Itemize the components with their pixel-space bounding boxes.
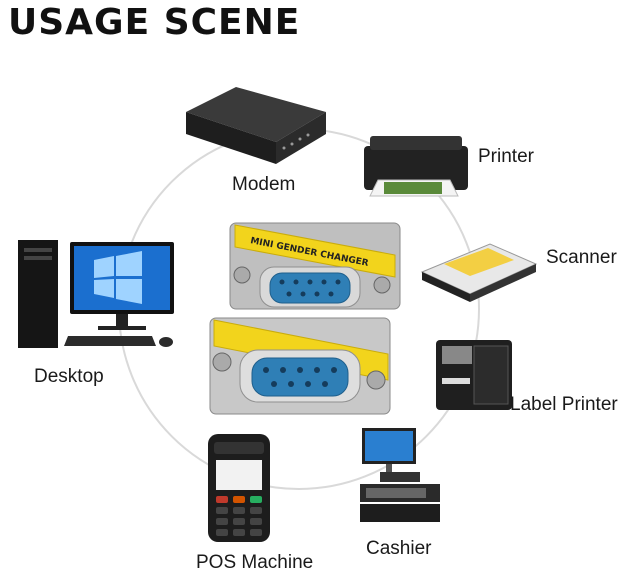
modem-icon — [176, 82, 328, 172]
device-label-desktop: Desktop — [34, 366, 104, 387]
db9-gender-changer-icon: MINI GENDER CHANGER — [200, 215, 415, 425]
page-title: USAGE SCENE — [8, 2, 301, 43]
device-label-printer: Printer — [478, 146, 534, 167]
desktop-icon — [16, 236, 178, 354]
scanner-icon — [418, 238, 538, 304]
label-printer-icon — [430, 336, 516, 412]
cashier-icon — [356, 428, 444, 524]
device-label-label-printer: Label Printer — [510, 394, 618, 415]
printer-icon — [358, 130, 476, 198]
device-label-scanner: Scanner — [546, 247, 617, 268]
pos-machine-icon — [204, 432, 274, 544]
device-label-modem: Modem — [232, 174, 296, 195]
device-label-cashier: Cashier — [366, 538, 432, 559]
device-label-pos-machine: POS Machine — [196, 552, 314, 573]
